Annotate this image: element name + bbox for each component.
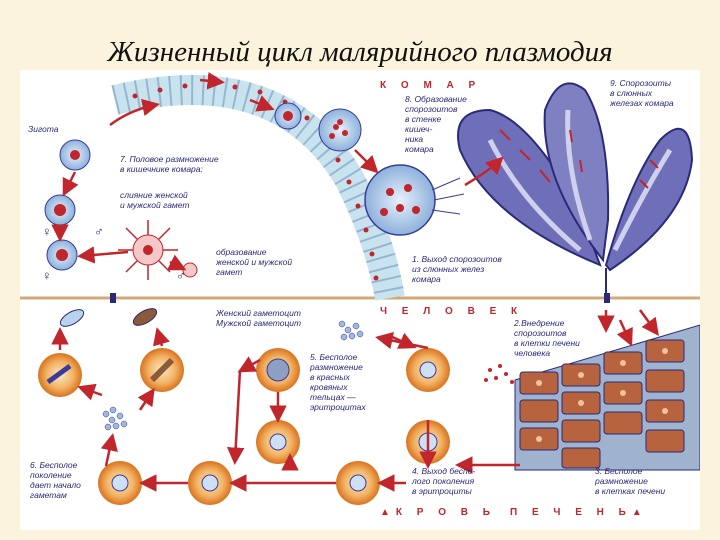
divider-marker-left bbox=[110, 293, 116, 303]
male-symbol-2: ♂ bbox=[176, 268, 186, 283]
female-symbol-2: ♀ bbox=[42, 268, 52, 283]
blood-arrows bbox=[51, 327, 437, 492]
label-step4-line1: 4. Выход беспо- bbox=[412, 466, 475, 476]
label-step2-line2: спорозоитов bbox=[514, 328, 567, 338]
rbc-3 bbox=[98, 461, 142, 505]
label-step1-line2: из слюнных желез bbox=[412, 264, 484, 274]
label-female-gametocyte: Женский гаметоцит bbox=[215, 308, 301, 318]
oocyst-medium bbox=[318, 108, 362, 152]
label-step5-line6: эритроцитах bbox=[310, 402, 366, 412]
zygote-cell bbox=[59, 139, 91, 171]
label-step2-line3: в клетки печени bbox=[514, 338, 580, 348]
zone-human: Ч Е Л О В Е К bbox=[380, 306, 523, 317]
label-male-gametocyte: Мужской гаметоцит bbox=[216, 318, 301, 328]
label-step5-line3: в красных bbox=[310, 372, 350, 382]
female-gamete-cell bbox=[46, 239, 78, 271]
label-formation-line3: гамет bbox=[216, 267, 242, 277]
female-symbol-1: ♀ bbox=[42, 224, 52, 239]
page-title: Жизненный цикл малярийного плазмодия bbox=[107, 36, 613, 68]
sporozoite-stream bbox=[484, 364, 514, 384]
label-step4-line2: лого поколения bbox=[411, 476, 475, 486]
male-gametocyte bbox=[132, 308, 158, 326]
label-step8-line2: спорозоитов bbox=[405, 104, 458, 114]
label-step5-line5: тельцах — bbox=[310, 392, 356, 402]
liver-arrows bbox=[455, 309, 659, 474]
label-step8-line4: кишеч- bbox=[405, 124, 432, 134]
label-step5-line2: размножение bbox=[309, 362, 363, 372]
liver-tissue bbox=[514, 324, 701, 471]
rbc-1 bbox=[38, 353, 82, 397]
oocyst-large bbox=[364, 164, 465, 236]
label-step5-line4: кровяных bbox=[310, 382, 348, 392]
label-step9-line2: в слюнных bbox=[610, 88, 653, 98]
label-step6-line2: поколение bbox=[30, 470, 72, 480]
oocyst-small bbox=[274, 102, 302, 130]
rbc-9 bbox=[406, 348, 450, 392]
merozoite-cluster-center bbox=[338, 320, 364, 341]
male-symbol-1: ♂ bbox=[94, 224, 104, 239]
rbc-2 bbox=[140, 348, 184, 392]
zone-liver: П Е Ч Е Н Ь▲ bbox=[510, 507, 648, 518]
label-step9-line3: железах комара bbox=[609, 98, 674, 108]
life-cycle-diagram: К О М А Р Ч Е Л О В Е К ▲К Р О В Ь П Е Ч… bbox=[20, 70, 701, 530]
label-fusion-line2: и мужской гамет bbox=[120, 200, 189, 210]
label-step8-line6: комара bbox=[405, 144, 434, 154]
label-step6-line3: дает начало bbox=[30, 480, 81, 490]
label-step5-line1: 5. Бесполое bbox=[310, 352, 358, 362]
label-step1-line1: 1. Выход спорозоитов bbox=[412, 254, 502, 264]
merozoite-cluster-left bbox=[102, 406, 128, 431]
label-step3-line3: в клетках печени bbox=[595, 486, 665, 496]
label-step1-line3: комара bbox=[412, 274, 441, 284]
zone-mosquito: К О М А Р bbox=[380, 80, 481, 91]
rbc-4 bbox=[188, 461, 232, 505]
label-step4-line3: в эритроциты bbox=[412, 486, 473, 496]
salivary-glands bbox=[457, 82, 694, 298]
zone-blood: ▲К Р О В Ь bbox=[380, 507, 496, 518]
label-formation-line2: женской и мужской bbox=[215, 257, 292, 267]
label-step3-line2: размножение bbox=[594, 476, 648, 486]
label-step8-line1: 8. Образование bbox=[405, 94, 467, 104]
rbc-7 bbox=[336, 461, 380, 505]
label-step6-line1: 6. Бесполое bbox=[30, 460, 78, 470]
label-step9-line1: 9. Спорозоиты bbox=[610, 78, 672, 88]
female-gametocyte bbox=[59, 309, 85, 327]
label-formation-line1: образование bbox=[216, 247, 267, 257]
label-step6-line4: гаметам bbox=[30, 490, 67, 500]
label-step7-line2: в кишечнике комара: bbox=[120, 164, 204, 174]
label-step8-line5: ника bbox=[405, 134, 423, 144]
label-step7-line1: 7. Половое размножение bbox=[120, 154, 219, 164]
label-step2-line1: 2.Внедрение bbox=[513, 318, 565, 328]
label-step8-line3: в стенке bbox=[405, 114, 442, 124]
label-zygote: Зигота bbox=[28, 124, 59, 134]
label-fusion-line1: слияние женской bbox=[120, 190, 188, 200]
ookinete-cell bbox=[44, 194, 76, 226]
label-step3-line1: 3. Бесполое bbox=[595, 466, 643, 476]
rbc-5 bbox=[256, 348, 300, 392]
mosquito-arrows bbox=[51, 72, 504, 271]
male-gamete-cell bbox=[118, 220, 178, 280]
rbc-6 bbox=[256, 420, 300, 464]
label-step2-line4: человека bbox=[514, 348, 550, 358]
